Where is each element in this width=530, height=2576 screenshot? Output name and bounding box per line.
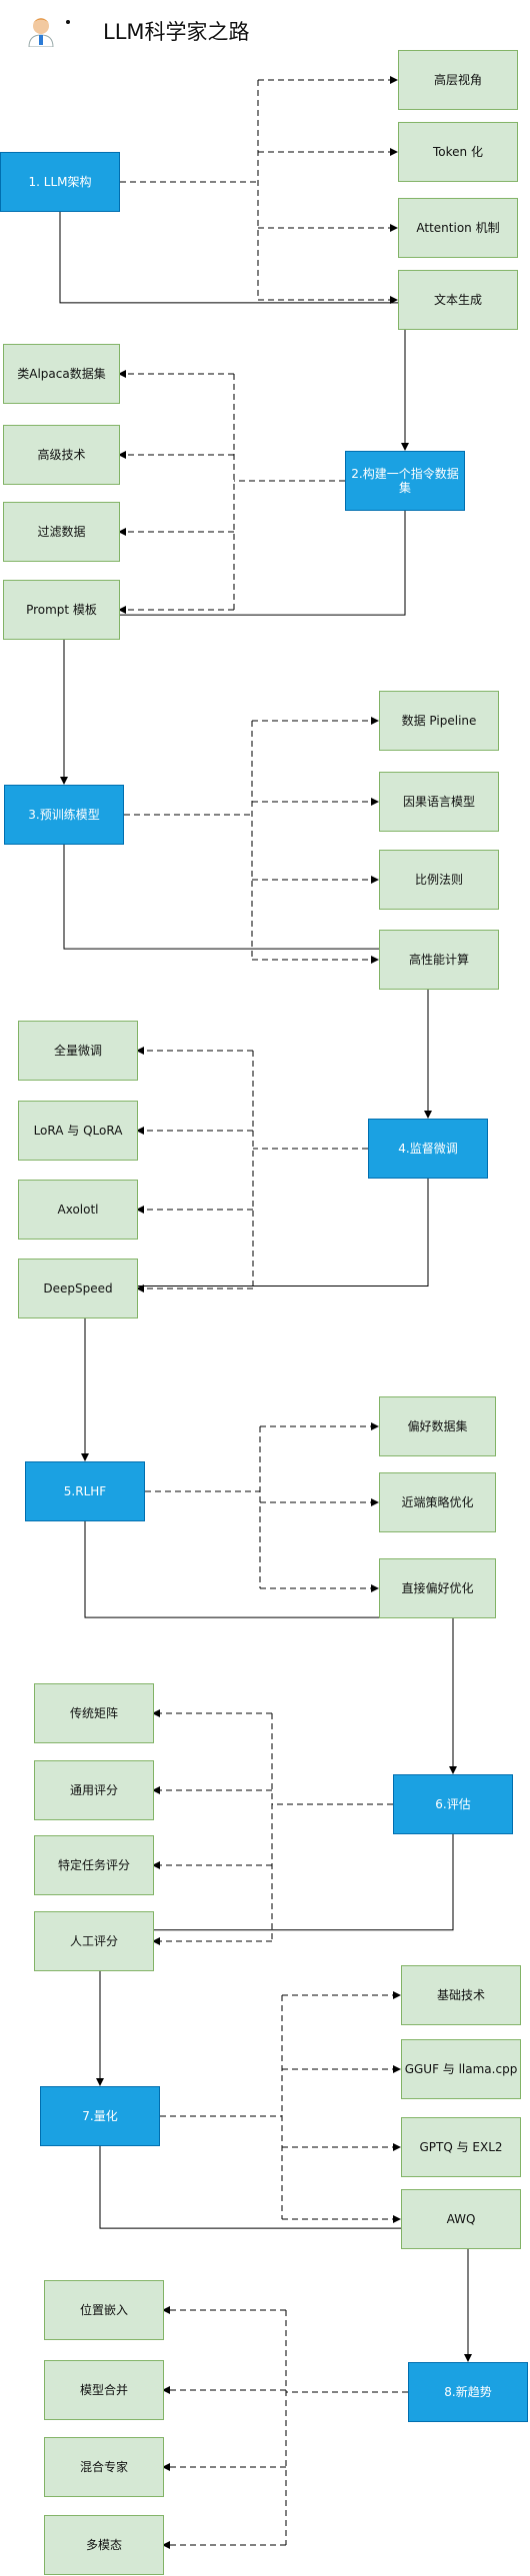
topic-node: 特定任务评分 <box>34 1835 154 1895</box>
topic-node: 人工评分 <box>34 1911 154 1971</box>
topic-node: 过滤数据 <box>3 502 120 562</box>
stage-node-5: 5.RLHF <box>25 1461 145 1521</box>
stage-flow-arrow <box>81 1179 429 1461</box>
topic-node: 基础技术 <box>401 1965 521 2025</box>
topic-node: GGUF 与 llama.cpp <box>401 2039 521 2099</box>
stage-node-8: 8.新趋势 <box>408 2362 528 2422</box>
stage-flow-arrow <box>99 2146 472 2362</box>
topic-node: 全量微调 <box>18 1021 138 1081</box>
stage-node-3: 3.预训练模型 <box>4 785 124 845</box>
topic-node: AWQ <box>401 2189 521 2249</box>
stage-flow-arrow <box>84 1521 457 1774</box>
topic-node: 传统矩阵 <box>34 1683 154 1743</box>
topic-node: Prompt 模板 <box>3 580 120 640</box>
page-title: LLM科学家之路 <box>103 20 250 44</box>
topic-node: 高级技术 <box>3 425 120 485</box>
scientist-logo-icon <box>24 13 58 48</box>
topic-node: 近端策略优化 <box>379 1472 496 1532</box>
topic-node: LoRA 与 QLoRA <box>18 1101 138 1161</box>
topic-node: GPTQ 与 EXL2 <box>401 2117 521 2177</box>
topic-node: 因果语言模型 <box>379 772 499 832</box>
topic-node: 混合专家 <box>44 2437 164 2497</box>
topic-node: 偏好数据集 <box>379 1396 496 1456</box>
stage-flow-arrow <box>96 1834 454 2086</box>
topic-node: Attention 机制 <box>398 198 518 258</box>
stage-flow-arrow <box>60 511 406 785</box>
topic-node: Axolotl <box>18 1180 138 1240</box>
topic-node: 多模态 <box>44 2515 164 2575</box>
topic-node: 高性能计算 <box>379 930 499 990</box>
topic-node: 通用评分 <box>34 1760 154 1820</box>
title-dot <box>66 20 70 24</box>
stage-node-1: 1. LLM架构 <box>0 152 120 212</box>
topic-node: Token 化 <box>398 122 518 182</box>
stage-node-6: 6.评估 <box>393 1774 513 1834</box>
stage-node-4: 4.监督微调 <box>368 1119 488 1179</box>
topic-node: 类Alpaca数据集 <box>3 344 120 404</box>
topic-node: 直接偏好优化 <box>379 1558 496 1618</box>
topic-node: 高层视角 <box>398 50 518 110</box>
stage-node-2: 2.构建一个指令数据集 <box>345 451 465 511</box>
topic-node: 比例法则 <box>379 850 499 910</box>
stage-flow-arrow <box>59 212 409 451</box>
stage-flow-arrow <box>63 845 432 1119</box>
topic-node: 位置嵌入 <box>44 2280 164 2340</box>
stage-node-7: 7.量化 <box>40 2086 160 2146</box>
topic-node: DeepSpeed <box>18 1259 138 1318</box>
topic-node: 文本生成 <box>398 270 518 330</box>
topic-node: 模型合并 <box>44 2360 164 2420</box>
topic-node: 数据 Pipeline <box>379 691 499 751</box>
